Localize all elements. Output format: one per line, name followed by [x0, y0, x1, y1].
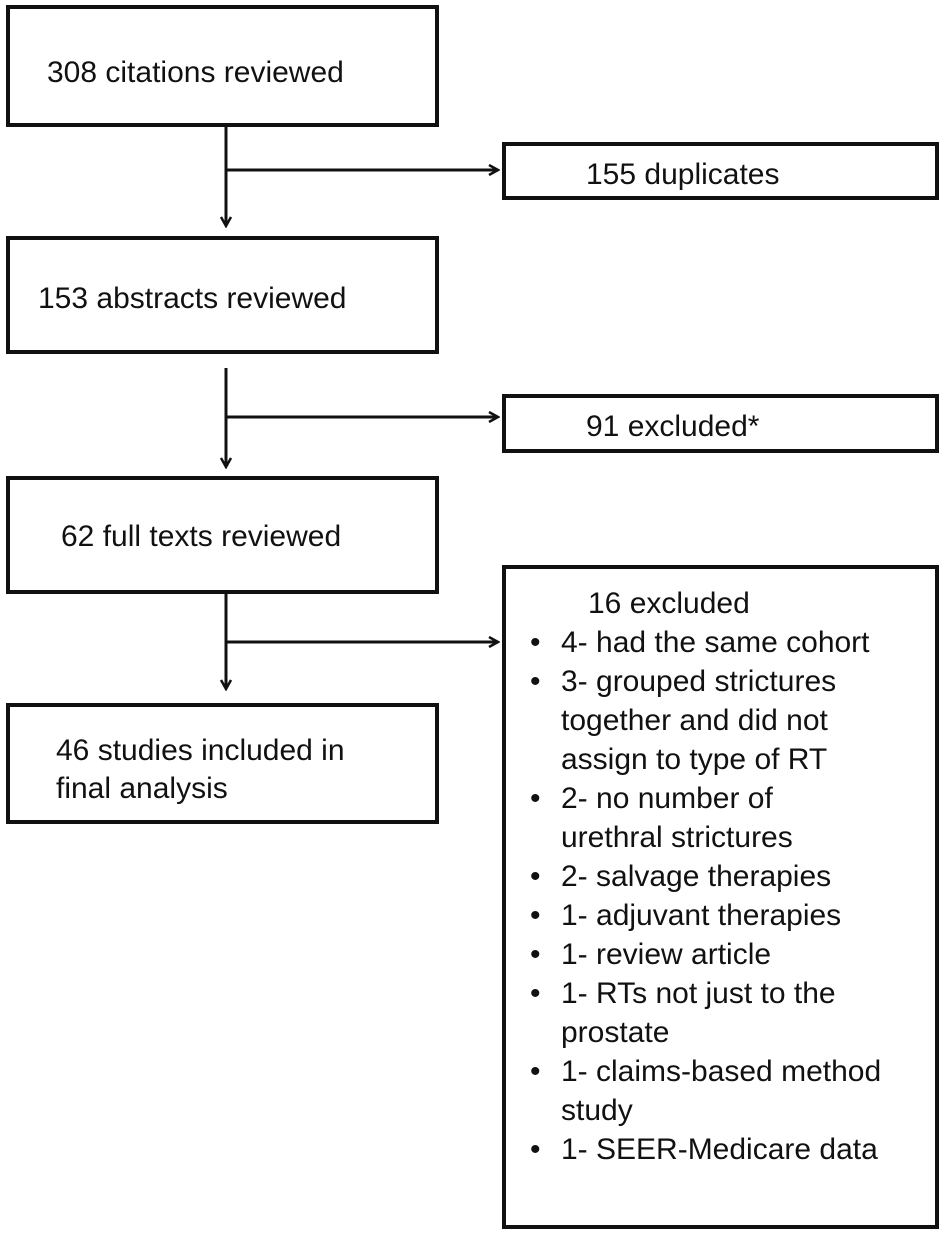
bullet-marker: •: [530, 782, 541, 815]
full-texts-box: 62 full texts reviewed: [6, 476, 439, 594]
exclusion-reason: • 1- RTs not just to the prostate: [506, 974, 881, 1052]
reason-line: assign to type of RT: [561, 743, 828, 776]
citations-label: 308 citations reviewed: [47, 56, 344, 89]
bullet-marker: •: [530, 977, 541, 1010]
included-studies-label: 46 studies included in final analysis: [56, 732, 345, 808]
duplicates-box: 155 duplicates: [502, 142, 939, 200]
reason-line: 4- had the same cohort: [561, 626, 870, 659]
citations-box: 308 citations reviewed: [6, 5, 439, 127]
exclusion-reasons-list: • 4- had the same cohort • 3- grouped st…: [506, 623, 881, 1169]
reason-line: 2- salvage therapies: [561, 860, 832, 893]
excluded-full-texts-box: 16 excluded • 4- had the same cohort • 3…: [502, 565, 939, 1229]
included-line-1: 46 studies included in: [56, 734, 345, 767]
exclusion-reason: • 2- salvage therapies: [506, 857, 881, 896]
excluded-full-texts-title: 16 excluded: [588, 587, 750, 620]
exclusion-reason: • 1- adjuvant therapies: [506, 896, 881, 935]
exclusion-reason: • 1- claims-based method study: [506, 1052, 881, 1130]
bullet-marker: •: [530, 860, 541, 893]
reason-line: prostate: [561, 1016, 670, 1049]
exclusion-reason: • 2- no number of urethral strictures: [506, 779, 881, 857]
excluded-abstracts-label: 91 excluded*: [586, 410, 760, 443]
reason-line: 1- adjuvant therapies: [561, 899, 842, 932]
reason-line: 2- no number of: [561, 782, 773, 815]
duplicates-label: 155 duplicates: [586, 158, 780, 191]
reason-line: 1- review article: [561, 938, 772, 971]
reason-line: 1- SEER-Medicare data: [561, 1133, 878, 1166]
full-texts-label: 62 full texts reviewed: [61, 520, 342, 553]
exclusion-reason: • 4- had the same cohort: [506, 623, 881, 662]
abstracts-box: 153 abstracts reviewed: [6, 236, 439, 354]
bullet-marker: •: [530, 1055, 541, 1088]
reason-line: 1- RTs not just to the: [561, 977, 836, 1010]
exclusion-reason: • 1- review article: [506, 935, 881, 974]
included-line-2: final analysis: [56, 772, 228, 805]
excluded-abstracts-box: 91 excluded*: [502, 394, 939, 453]
reason-line: 3- grouped strictures: [561, 665, 837, 698]
exclusion-reason: • 3- grouped strictures together and did…: [506, 662, 881, 779]
reason-line: together and did not: [561, 704, 828, 737]
bullet-marker: •: [530, 899, 541, 932]
reason-line: 1- claims-based method: [561, 1055, 882, 1088]
included-studies-box: 46 studies included in final analysis: [6, 703, 439, 824]
bullet-marker: •: [530, 626, 541, 659]
abstracts-label: 153 abstracts reviewed: [38, 282, 347, 315]
reason-line: study: [561, 1094, 633, 1127]
bullet-marker: •: [530, 938, 541, 971]
exclusion-reason: • 1- SEER-Medicare data: [506, 1130, 881, 1169]
reason-line: urethral strictures: [561, 821, 793, 854]
bullet-marker: •: [530, 1133, 541, 1166]
bullet-marker: •: [530, 665, 541, 698]
